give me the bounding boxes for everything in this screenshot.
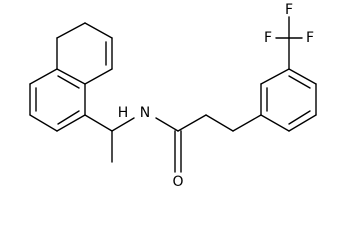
bond [29,114,58,132]
dihydro-ring-bonds [56,22,113,85]
naphthalene-aromatic-ring [29,68,86,132]
bond [84,22,113,39]
nitrogen-label: N [140,105,150,121]
phenyl-ring [260,68,317,132]
bond [288,114,317,132]
fluorine-left-label: F [264,30,272,46]
bond [84,114,113,132]
atom-labels: N H O F F F [118,2,314,190]
label-background [138,142,152,157]
fluorine-right-label: F [306,30,314,46]
bond [205,114,234,132]
bond [288,68,317,85]
bond [56,114,86,132]
double-bond-inner [57,110,80,125]
bond [260,114,290,132]
fluorine-top-label: F [285,2,293,18]
double-bond-inner [57,75,80,89]
hydrogen-label: H [118,105,129,121]
bond [177,114,207,132]
double-bond-inner [288,110,311,125]
bond [232,114,262,132]
bond [56,68,86,85]
amide-linker-bonds [84,114,262,173]
oxygen-label: O [172,174,183,190]
bond [260,68,290,85]
bond [29,68,58,85]
bond [84,68,113,85]
bond [155,117,179,132]
trifluoromethyl-group [275,16,303,70]
molecule-structure: N H O F F F [29,2,317,190]
bond [111,117,135,132]
double-bond-inner [288,75,311,89]
bond [56,22,86,39]
